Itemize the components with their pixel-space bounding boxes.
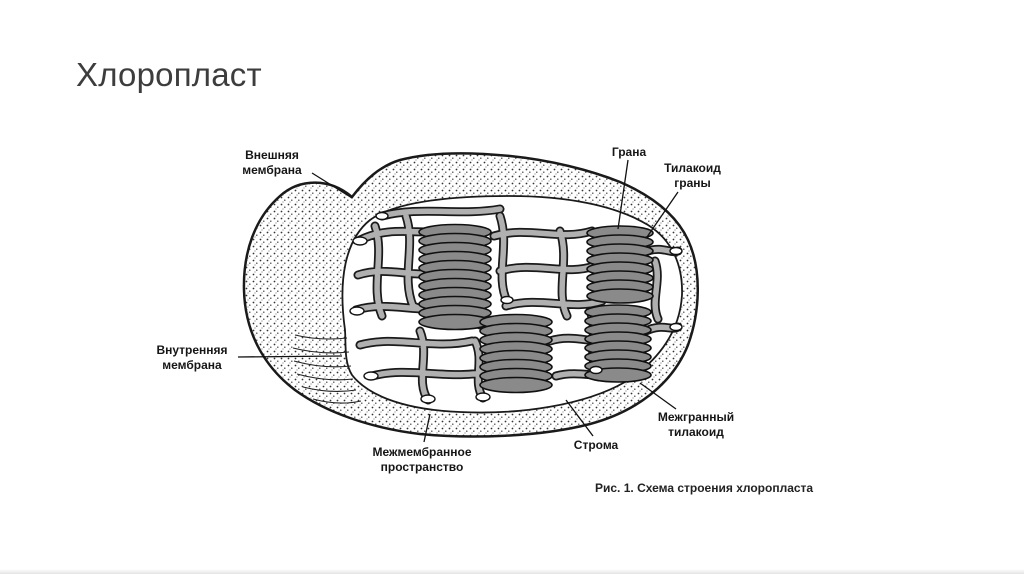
label-grana: Грана xyxy=(611,145,647,159)
leader-lines xyxy=(237,159,679,443)
thylakoid-tube-tips xyxy=(349,211,683,404)
label-stroma: Строма xyxy=(573,438,619,452)
figure-caption: Рис. 1. Схема строения хлоропласта xyxy=(595,481,814,495)
label-grana-thylakoid: Тилакоид граны xyxy=(664,161,721,190)
slide-bottom-edge xyxy=(0,569,1024,574)
page-title: Хлоропласт xyxy=(76,56,262,93)
intermembrane-hatching xyxy=(292,334,362,404)
label-intergranal-thylakoid: Межгранный тилакоид xyxy=(657,410,735,439)
label-intermembrane-space: Межмембранное пространство xyxy=(372,445,472,474)
granum-stack xyxy=(586,225,654,304)
label-outer-membrane: Внешняя мембрана xyxy=(242,148,302,177)
granum-stack xyxy=(418,223,492,331)
label-inner-membrane: Внутренняя мембрана xyxy=(156,343,228,372)
granum-stack xyxy=(479,313,553,394)
